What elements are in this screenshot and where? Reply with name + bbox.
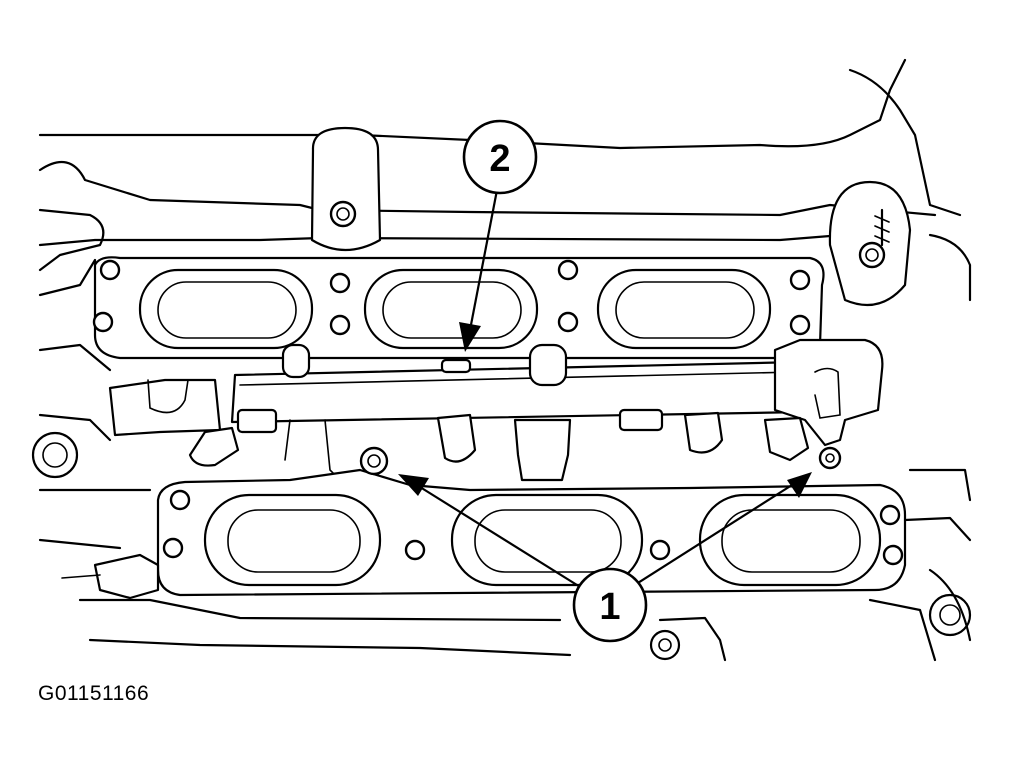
callout-2: 2 [459, 119, 538, 352]
figure-id: G01151166 [38, 682, 150, 705]
cylinder-head-outline [38, 58, 972, 347]
callout-1-arrowhead-right [787, 472, 812, 498]
callout-2-label: 2 [489, 138, 510, 180]
callout-2-circle [462, 119, 538, 195]
fuel-rail-bolt-right [818, 446, 842, 470]
head-bolt-boss-right [828, 180, 912, 307]
fuel-rail-bolt-left [359, 446, 389, 476]
head-bolt-boss-left [310, 126, 382, 251]
upper-intake-gasket [92, 256, 825, 360]
lower-intake-gasket [156, 468, 907, 597]
callout-1-leader-right [629, 484, 793, 589]
callout-1: 1 [398, 472, 812, 643]
callout-2-leader [468, 189, 499, 331]
lower-engine-outline [31, 343, 972, 662]
callout-1-circle [572, 567, 648, 643]
callout-1-leader-left [419, 486, 586, 591]
callout-1-label: 1 [599, 586, 620, 628]
fuel-rail [108, 338, 884, 482]
callout-1-arrowhead-left [398, 474, 429, 496]
callout-2-arrowhead [459, 322, 481, 352]
